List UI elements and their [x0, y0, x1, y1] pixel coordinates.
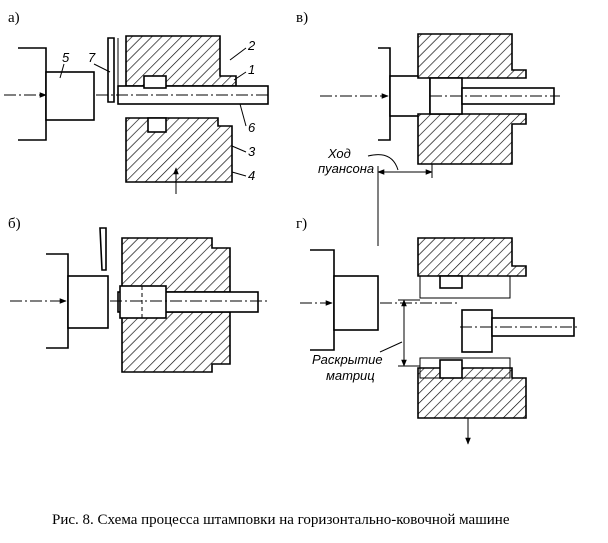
lower-die [121, 311, 231, 373]
panel-a: а) 5 7 2 1 6 3 4 [4, 10, 270, 194]
callout-6-leader [239, 103, 247, 127]
stroke-annotation: Ход пуансона [318, 146, 433, 246]
callout-6: 6 [248, 120, 256, 135]
callout-1-leader [233, 71, 247, 81]
upset-head [143, 75, 167, 89]
punch-holder [18, 47, 47, 141]
stroke-label-1: Ход [327, 146, 351, 161]
upper-die [121, 237, 231, 293]
panel-v-label: в) [296, 10, 308, 26]
lower-step [419, 357, 511, 379]
panel-b: б) [8, 216, 268, 373]
punch [389, 75, 431, 117]
callout-7-leader [93, 63, 111, 73]
upset-head [119, 285, 167, 319]
lower-insert [439, 359, 463, 379]
stroke-leader [367, 154, 399, 171]
punch [67, 275, 109, 329]
lower-die [417, 367, 527, 419]
punch [45, 71, 95, 121]
lower-die [417, 113, 527, 165]
punch-holder [378, 47, 391, 141]
opening-leader [379, 341, 403, 353]
stop [107, 37, 115, 103]
panel-g: г) Раскрытие матриц [296, 216, 580, 445]
callout-1: 1 [248, 62, 255, 77]
upper-step [419, 275, 511, 299]
callout-4-leader [231, 171, 247, 177]
lower-insert [147, 117, 167, 133]
upset-head [461, 309, 493, 353]
figure-caption: Рис. 8. Схема процесса штамповки на гори… [52, 512, 510, 528]
callout-2: 2 [247, 38, 256, 53]
opening-label-2: матриц [326, 368, 375, 383]
panel-b-label: б) [8, 216, 21, 232]
opening-label-1: Раскрытие [312, 352, 383, 367]
punch-holder [310, 249, 335, 351]
panel-v: в) [296, 10, 560, 165]
callout-4: 4 [248, 168, 255, 183]
callout-3: 3 [248, 144, 256, 159]
upper-die [417, 237, 527, 277]
callout-5: 5 [62, 50, 70, 65]
punch [333, 275, 379, 331]
upper-insert [439, 275, 463, 289]
stop [99, 227, 107, 271]
stroke-label-2: пуансона [318, 161, 374, 176]
upper-die [125, 35, 237, 87]
callout-3-leader [231, 145, 247, 153]
panel-g-label: г) [296, 216, 307, 232]
callout-5-leader [59, 63, 65, 79]
upper-die [417, 33, 527, 79]
callout-7: 7 [88, 50, 96, 65]
callout-2-leader [229, 47, 247, 61]
lower-die [125, 117, 233, 183]
panel-a-label: а) [8, 10, 20, 26]
